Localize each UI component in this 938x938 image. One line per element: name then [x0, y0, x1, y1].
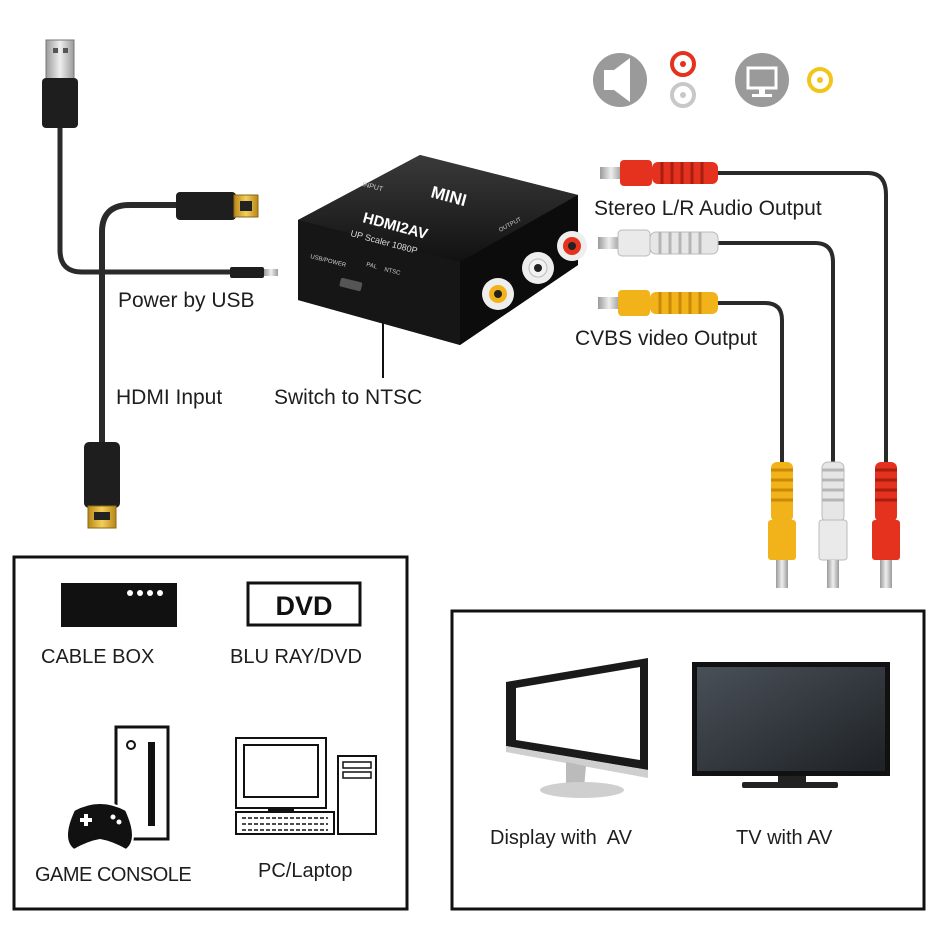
hdmi2av-converter: MINI HDMI2AV UP Scaler 1080P INPUT USB/P… [298, 155, 587, 345]
video-yellow-cable [718, 301, 784, 462]
pc-icon [235, 737, 377, 835]
rca-plug-white-right [818, 461, 848, 588]
display-with-av-label: Display with AV [490, 827, 632, 849]
usb-power-port [339, 277, 363, 292]
dvd-icon: DVD [246, 581, 362, 627]
tv-icon [692, 662, 890, 788]
rca-plug-yellow-left [598, 290, 718, 316]
cable-box-label: CABLE BOX [41, 646, 155, 668]
audio-jack-white-icon [670, 82, 696, 108]
game-console-label: GAME CONSOLE [35, 864, 192, 886]
hdmi-input-label: HDMI Input [116, 386, 223, 409]
rca-plug-red-right [872, 462, 900, 588]
mini-usb-tip [230, 267, 278, 278]
cvbs-video-output-label: CVBS video Output [575, 327, 758, 350]
gamepad-icon [66, 802, 134, 852]
usb-cable [57, 122, 238, 275]
usb-plug-icon [42, 39, 78, 128]
audio-white-cable [718, 241, 835, 462]
blu-ray-dvd-label: BLU RAY/DVD [230, 646, 362, 668]
display-icon [506, 658, 648, 798]
rca-plug-white-left [598, 229, 719, 257]
tv-with-av-label: TV with AV [736, 827, 833, 849]
hdmi-plug-bottom-icon [84, 442, 120, 529]
rca-plug-red-left [600, 160, 718, 186]
power-by-usb-label: Power by USB [118, 289, 255, 312]
device-pal-label: PAL [366, 262, 379, 271]
dvd-logo-text: DVD [275, 591, 332, 621]
rca-plug-yellow-right [768, 462, 796, 588]
switch-to-ntsc-label: Switch to NTSC [274, 386, 423, 409]
monitor-icon [735, 53, 789, 107]
speaker-icon [593, 53, 647, 107]
video-jack-yellow-icon [807, 67, 833, 93]
cable-box-icon [61, 583, 177, 627]
stereo-audio-output-label: Stereo L/R Audio Output [594, 197, 822, 220]
device-ntsc-label: NTSC [384, 267, 402, 277]
pc-laptop-label: PC/Laptop [258, 860, 353, 882]
audio-red-cable [718, 171, 888, 462]
audio-jack-red-icon [670, 51, 696, 77]
hdmi-plug-icon [176, 192, 259, 220]
hdmi-cable [99, 202, 181, 448]
